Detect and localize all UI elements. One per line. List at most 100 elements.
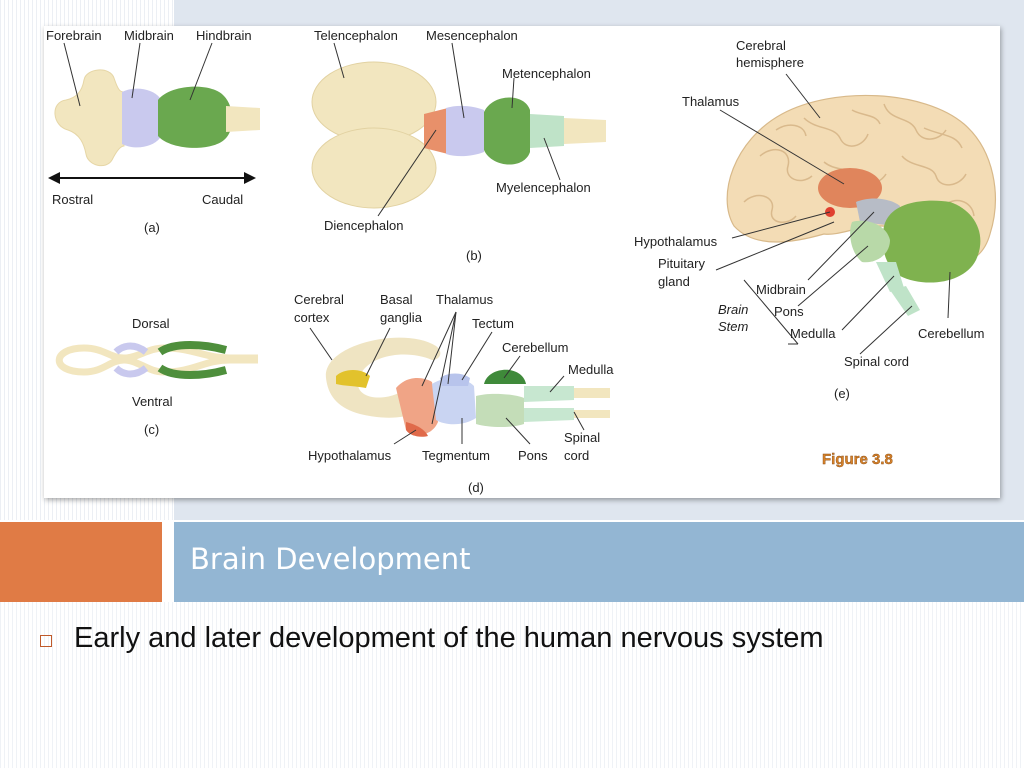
label-mesencephalon: Mesencephalon [426, 28, 518, 43]
arrow-left-head [48, 172, 60, 184]
ventral-midbrain-band [113, 365, 149, 378]
bullet-text: Early and later development of the human… [74, 622, 824, 654]
label-spinal-cord-e: Spinal cord [844, 354, 909, 369]
pons-d-shape [476, 393, 524, 427]
cerebellum-e-shape [882, 200, 981, 283]
midbrain-e-pointer [807, 211, 875, 281]
label-cord-d: cord [564, 448, 589, 463]
diencephalon-pointer [377, 129, 437, 217]
arrow-right-head [244, 172, 256, 184]
pons-d-pointer [505, 417, 531, 445]
label-forebrain: Forebrain [46, 28, 102, 43]
forebrain-shape [54, 69, 125, 167]
label-hindbrain: Hindbrain [196, 28, 252, 43]
pons-e-pointer [797, 245, 869, 307]
label-hemisphere-e: hemisphere [736, 55, 804, 70]
label-cerebellum-e: Cerebellum [918, 326, 984, 341]
spinal-cord-e-pointer [859, 305, 913, 355]
spinal-cord-a [226, 106, 260, 132]
medulla-d-pointer [549, 375, 565, 393]
label-stem: Stem [718, 319, 749, 334]
title-bar: Brain Development [174, 522, 1024, 602]
cerebral-hemisphere-pointer [785, 73, 821, 119]
accent-bar [0, 522, 162, 602]
medulla-e-shape [876, 262, 904, 292]
brain-stem-bracket-top [743, 279, 799, 345]
diencephalon-d-shape [396, 378, 438, 435]
brain-development-figure: Forebrain Midbrain Hindbrain Rostral Cau… [44, 26, 1000, 498]
label-caudal: Caudal [202, 192, 243, 207]
label-medulla-e: Medulla [790, 326, 836, 341]
label-rostral: Rostral [52, 192, 93, 207]
label-midbrain: Midbrain [124, 28, 174, 43]
panel-b: Telencephalon Mesencephalon Metencephalo… [311, 28, 606, 263]
tectum-d-shape [440, 373, 470, 386]
label-pituitary: Pituitary [658, 256, 705, 271]
label-basal: Basal [380, 292, 413, 307]
thalamus-d-pointer-1 [421, 311, 457, 387]
pons-e-shape [850, 220, 890, 263]
label-ganglia: ganglia [380, 310, 423, 325]
label-medulla-d: Medulla [568, 362, 614, 377]
thalamus-d-pointer-2 [431, 311, 457, 425]
metencephalon-shape [484, 97, 530, 165]
label-myelencephalon: Myelencephalon [496, 180, 591, 195]
label-panel-e: (e) [834, 386, 850, 401]
thalamus-e-pointer [719, 109, 845, 185]
dorsal-midbrain-band [113, 342, 149, 355]
midbrain-d-shape [432, 378, 476, 425]
basal-ganglia-shape [336, 370, 370, 388]
label-cerebral-d: Cerebral [294, 292, 344, 307]
figure-caption: Figure 3.8 [822, 451, 893, 468]
midbrain-pointer [131, 42, 141, 99]
forebrain-pointer [63, 42, 81, 107]
spinal-cord-e-shape [890, 286, 920, 316]
pituitary-pointer [715, 221, 835, 271]
label-telencephalon: Telencephalon [314, 28, 398, 43]
panel-e: Cerebral hemisphere Thalamus Hypothalamu… [634, 38, 996, 401]
label-thalamus-d: Thalamus [436, 292, 494, 307]
medulla-d-shape [524, 386, 574, 422]
tectum-pointer [461, 331, 493, 381]
label-tectum: Tectum [472, 316, 514, 331]
dorsal-hindbrain-band [157, 341, 228, 356]
label-panel-d: (d) [468, 480, 484, 495]
label-thalamus-e: Thalamus [682, 94, 740, 109]
basal-ganglia-pointer [365, 327, 391, 377]
label-cerebellum-d: Cerebellum [502, 340, 568, 355]
label-hypothalamus-d: Hypothalamus [308, 448, 392, 463]
bullet-item: Early and later development of the human… [40, 622, 824, 655]
hypothalamus-d-pointer [393, 429, 417, 445]
telencephalon-lower [311, 127, 437, 209]
label-tegmentum: Tegmentum [422, 448, 490, 463]
label-hypothalamus-e: Hypothalamus [634, 234, 718, 249]
label-spinal-d: Spinal [564, 430, 600, 445]
label-cerebral-e: Cerebral [736, 38, 786, 53]
telencephalon-pointer [333, 42, 345, 79]
hypothalamus-e-pointer [731, 211, 831, 239]
cerebral-cortex-pointer [309, 327, 333, 361]
midbrain-shape [122, 88, 160, 148]
panel-d: Cerebral cortex Basal ganglia Thalamus T… [294, 292, 614, 495]
slide-title: Brain Development [190, 542, 471, 576]
label-midbrain-e: Midbrain [756, 282, 806, 297]
medulla-e-pointer [841, 275, 895, 331]
label-panel-b: (b) [466, 248, 482, 263]
cerebellum-d-pointer [503, 355, 521, 379]
label-dorsal: Dorsal [132, 316, 170, 331]
neural-tube-outline [55, 344, 258, 376]
thalamus-d-pointer-3 [447, 311, 457, 385]
label-diencephalon: Diencephalon [324, 218, 404, 233]
cerebellum-e-pointer [947, 271, 951, 319]
label-panel-c: (c) [144, 422, 159, 437]
mesencephalon-pointer [451, 42, 465, 119]
label-pons-e: Pons [774, 304, 804, 319]
metencephalon-pointer [511, 77, 515, 109]
mesencephalon-shape [446, 105, 484, 157]
panel-c: Dorsal Ventral (c) [55, 316, 258, 437]
background-bottom-pattern [0, 602, 1024, 768]
myelencephalon-pointer [543, 137, 561, 181]
label-panel-a: (a) [144, 220, 160, 235]
ventral-hindbrain-band [157, 364, 228, 379]
square-bullet-icon [40, 634, 52, 647]
